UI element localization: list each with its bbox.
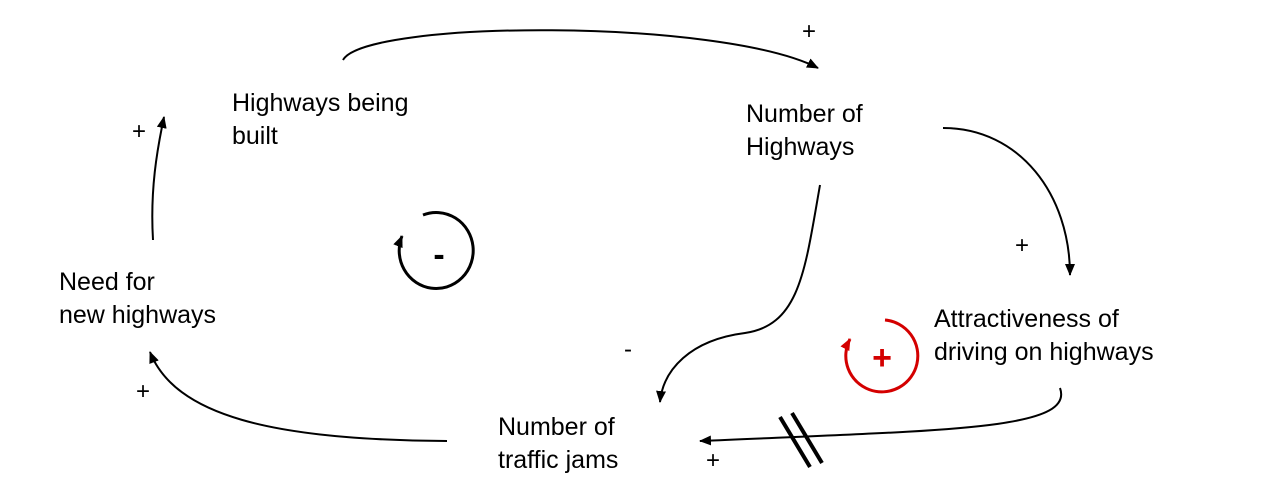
node-need-for-new-highways: Need for new highways <box>59 268 216 329</box>
polarity-highways-to-attractiveness: + <box>1015 232 1029 259</box>
edge-need-to-built <box>151 116 167 241</box>
node-highways-being-built-line-1: Highways being <box>232 89 409 117</box>
edge-jams-to-need <box>149 351 448 442</box>
node-highways-being-built: Highways being built <box>232 89 415 150</box>
node-traffic-jams-line-2: traffic jams <box>498 446 618 474</box>
node-traffic-jams: Number of traffic jams <box>498 413 622 474</box>
edge-built-to-highways <box>342 29 819 69</box>
node-number-of-highways: Number of Highways <box>746 100 870 161</box>
polarity-jams-to-need: + <box>136 378 150 405</box>
node-number-of-highways-line-2: Highways <box>746 133 854 161</box>
node-attractiveness: Attractiveness of driving on highways <box>934 305 1154 366</box>
polarity-attractiveness-to-jams: + <box>706 447 720 474</box>
polarity-need-to-built: + <box>132 118 146 145</box>
reinforcing-loop-arc <box>840 318 920 394</box>
reinforcing-loop-sign: + <box>872 339 892 377</box>
edge-highways-to-jams <box>656 184 821 403</box>
node-number-of-highways-line-1: Number of <box>746 100 863 128</box>
node-traffic-jams-line-1: Number of <box>498 413 615 441</box>
delay-mark-line-2 <box>790 411 824 465</box>
polarity-highways-to-jams: - <box>624 336 632 363</box>
edge-attractiveness-to-jams <box>699 387 1063 446</box>
delay-mark-line-1 <box>778 415 812 469</box>
balancing-loop-sign: - <box>433 236 444 274</box>
node-attractiveness-line-2: driving on highways <box>934 338 1154 366</box>
node-need-for-new-highways-line-1: Need for <box>59 268 155 296</box>
polarity-built-to-highways: + <box>802 18 816 45</box>
node-need-for-new-highways-line-2: new highways <box>59 301 216 329</box>
balancing-loop-arc <box>393 211 475 290</box>
node-highways-being-built-line-2: built <box>232 122 278 150</box>
node-attractiveness-line-1: Attractiveness of <box>934 305 1119 333</box>
edge-highways-to-attractiveness <box>942 127 1075 276</box>
